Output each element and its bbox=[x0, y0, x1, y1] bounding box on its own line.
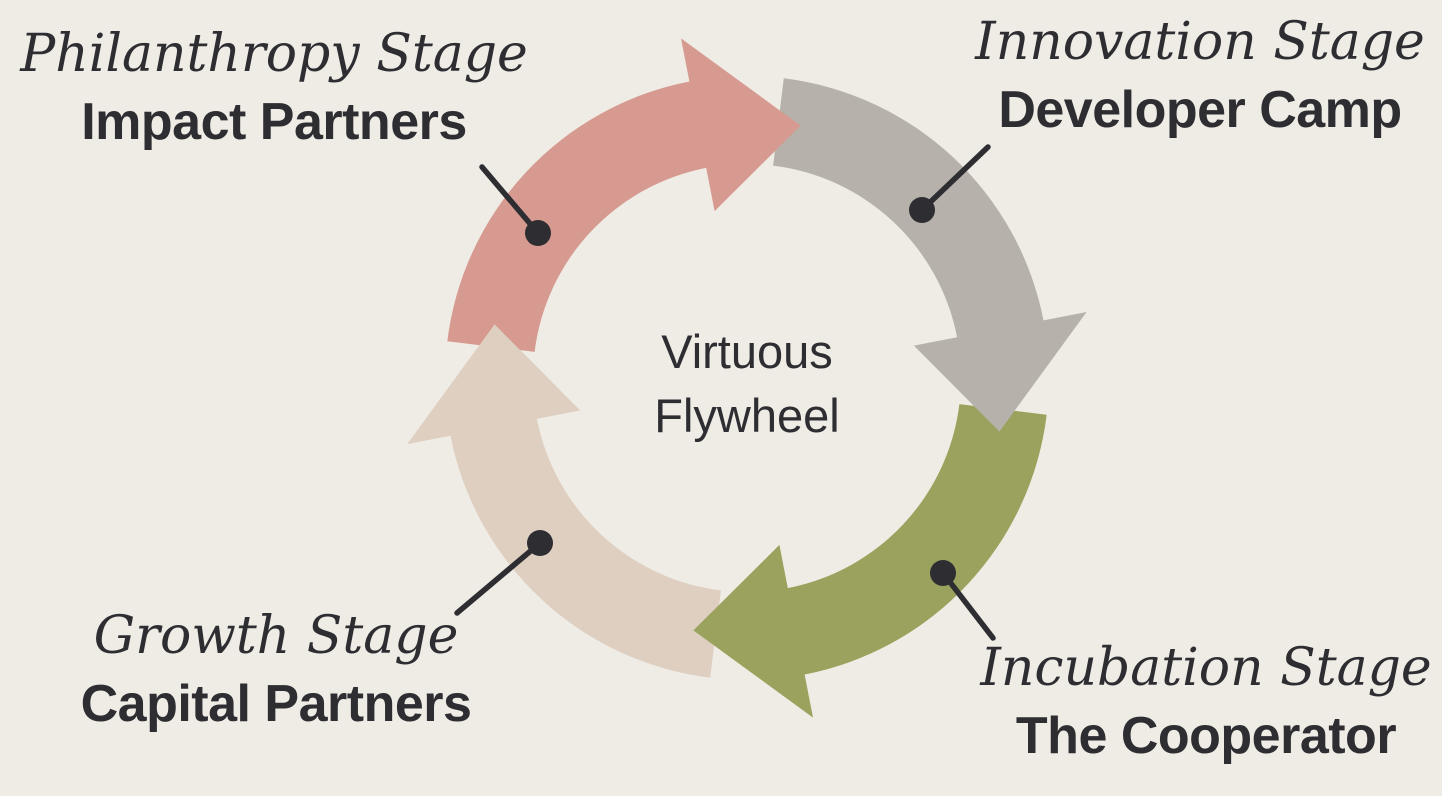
flywheel-title-line1: Virtuous bbox=[661, 325, 833, 378]
philanthropy-stage-name: Philanthropy Stage bbox=[20, 24, 528, 84]
label-incubation-stage: Incubation Stage The Cooperator bbox=[980, 634, 1431, 770]
flywheel-arrow-incubation bbox=[693, 404, 1047, 718]
incubation-stage-name: Incubation Stage bbox=[980, 638, 1432, 698]
flywheel-title: Virtuous Flywheel bbox=[654, 320, 839, 448]
leader-dot-incubation bbox=[930, 560, 956, 586]
leader-line-growth bbox=[454, 540, 543, 616]
leader-line-incubation bbox=[940, 570, 996, 641]
label-growth-stage: Growth Stage Capital Partners bbox=[81, 602, 472, 738]
innovation-entity-name: Developer Camp bbox=[998, 80, 1402, 139]
leader-dot-innovation bbox=[909, 197, 935, 223]
leader-dot-growth bbox=[527, 530, 553, 556]
flywheel-arrow-innovation bbox=[773, 78, 1087, 432]
philanthropy-entity-name: Impact Partners bbox=[81, 92, 467, 151]
leader-line-innovation bbox=[919, 144, 991, 213]
growth-entity-name: Capital Partners bbox=[80, 674, 472, 733]
innovation-stage-name: Innovation Stage bbox=[975, 12, 1425, 72]
leader-line-philanthropy bbox=[479, 164, 541, 236]
flywheel-title-line2: Flywheel bbox=[654, 388, 840, 442]
flywheel-arrow-philanthropy bbox=[447, 38, 801, 352]
label-innovation-stage: Innovation Stage Developer Camp bbox=[975, 8, 1425, 144]
leader-dot-philanthropy bbox=[525, 220, 551, 246]
growth-stage-name: Growth Stage bbox=[93, 606, 459, 666]
label-philanthropy-stage: Philanthropy Stage Impact Partners bbox=[20, 20, 528, 156]
incubation-entity-name: The Cooperator bbox=[1015, 706, 1397, 765]
flywheel-arrowhead-growth-overlap bbox=[407, 324, 581, 444]
